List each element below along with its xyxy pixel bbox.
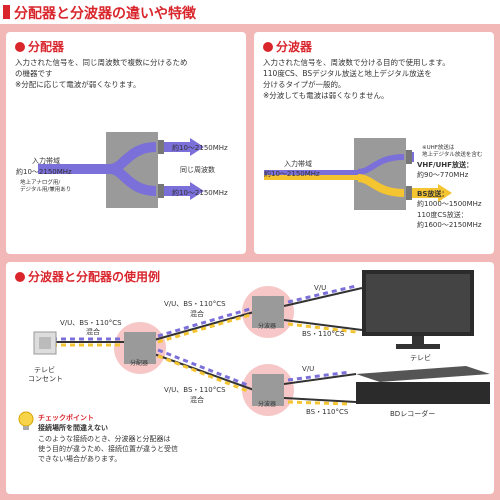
usage-diplexer-box-label-1: 分波器 bbox=[258, 323, 277, 330]
top-vu-label: V/U bbox=[314, 284, 327, 292]
splitter-description: 入力された信号を、同じ周波数で複数に分けるため の機器です ※分配に応じて電波が… bbox=[15, 58, 188, 89]
diplexer-diagram bbox=[264, 138, 452, 210]
diplexer-cs-range: 約1600～2150MHz bbox=[417, 221, 482, 229]
diplexer-input-range: 約10～2150MHz bbox=[264, 170, 320, 178]
splitter-input-sub-2: デジタル用/兼用あり bbox=[20, 187, 72, 193]
bottom-bs-label: BS・110°CS bbox=[306, 408, 349, 416]
outlet-label-1: テレビ bbox=[34, 366, 55, 374]
splitter-title: 分配器 bbox=[15, 38, 64, 55]
mix-label-top-1: V/U、BS・110°CS bbox=[164, 300, 226, 308]
top-bs-label: BS・110°CS bbox=[302, 330, 345, 338]
mix-label-bottom-2: 混合 bbox=[190, 396, 204, 404]
tv-screen-inner bbox=[366, 274, 470, 332]
signal-diplexer-2-bs bbox=[287, 400, 351, 406]
splitter-diagram bbox=[38, 132, 204, 208]
recorder-label: BDレコーダー bbox=[390, 410, 436, 418]
splitter-output-arrowhead-bottom bbox=[190, 182, 204, 200]
signal-diplexer-1-vu bbox=[287, 284, 357, 304]
usage-diagram bbox=[18, 270, 490, 430]
diplexer-device-port-bottom bbox=[406, 186, 412, 200]
diplexer-bs-range: 約1000～1500MHz bbox=[417, 200, 482, 208]
diplexer-device-1 bbox=[252, 296, 284, 328]
recorder-top bbox=[356, 366, 490, 382]
diplexer-description: 入力された信号を、周波数で分ける目的で使用します。 110度CS、BSデジタル放… bbox=[263, 58, 450, 100]
bullet-icon bbox=[15, 272, 25, 282]
mix-label-left-2: 混合 bbox=[86, 328, 100, 336]
checkpoint-body: このような接続のとき、分波器と分配器は 使う目的が違うため、接続位置が違うと受信… bbox=[38, 435, 178, 463]
diplexer-vu-label: VHF/UHF放送： bbox=[417, 161, 473, 169]
splitter-output-range-2: 約10～2150MHz bbox=[172, 189, 228, 197]
splitter-input-arrow bbox=[38, 164, 114, 174]
lightbulb-icon bbox=[18, 411, 34, 427]
splitter-device-port-bottom bbox=[158, 184, 164, 198]
diplexer-output-arrowhead-bs bbox=[438, 184, 452, 202]
diplexer-note-1: ※UHF放送は bbox=[422, 145, 455, 151]
checkpoint-subtitle: 接続場所を間違えない bbox=[38, 424, 108, 432]
usage-panel: 分波器と分配器の使用例 bbox=[6, 262, 494, 494]
diplexer-panel: 分波器 入力された信号を、周波数で分ける目的で使用します。 110度CS、BSデ… bbox=[254, 32, 494, 254]
mix-label-left-1: V/U、BS・110°CS bbox=[60, 319, 122, 327]
mix-label-bottom-1: V/U、BS・110°CS bbox=[164, 386, 226, 394]
checkpoint-title: チェックポイント bbox=[38, 414, 94, 422]
usage-diplexer-box-label-2: 分波器 bbox=[258, 401, 277, 408]
signal-diplexer-2-vu bbox=[287, 370, 351, 382]
signal-splitter-to-diplexer-1-yellow bbox=[157, 313, 251, 344]
usage-splitter-box-label: 分配器 bbox=[130, 360, 149, 367]
lightbulb-base bbox=[23, 426, 29, 430]
recorder-body bbox=[356, 382, 490, 404]
splitter-input-sub-1: 地上アナログ用/ bbox=[20, 180, 61, 186]
splitter-output-arrow-top bbox=[156, 142, 190, 152]
page-title: 分配器と分波器の違いや特徴 bbox=[14, 6, 196, 22]
bottom-vu-label: V/U bbox=[302, 365, 315, 373]
diplexer-fork-vu bbox=[357, 154, 405, 175]
diplexer-note-2: 地上デジタル放送を含む bbox=[422, 152, 483, 158]
splitter-same-frequency-label: 同じ周波数 bbox=[180, 166, 215, 174]
tv-label: テレビ bbox=[410, 354, 431, 362]
signal-splitter-to-diplexer-2-purple bbox=[157, 348, 251, 388]
diplexer-input-arrow-purple bbox=[264, 170, 360, 175]
diplexer-input-arrow-yellow bbox=[264, 175, 360, 180]
cable-diplexer-1-to-tv bbox=[283, 287, 363, 331]
header-accent-bar bbox=[3, 5, 10, 19]
splitter-device bbox=[124, 332, 156, 364]
splitter-output-arrow-bottom bbox=[156, 186, 190, 196]
diplexer-cs-label: 110度CS放送： bbox=[417, 211, 468, 219]
bullet-icon bbox=[15, 42, 25, 52]
splitter-device-port-top bbox=[158, 140, 164, 154]
cable-diplexer-2-to-recorder bbox=[283, 373, 357, 403]
diplexer-input-band-label: 入力帯域 bbox=[284, 160, 312, 168]
splitter-output-arrowhead-top bbox=[190, 138, 204, 156]
mix-label-top-2: 混合 bbox=[190, 310, 204, 318]
usage-title: 分波器と分配器の使用例 bbox=[15, 268, 160, 285]
splitter-panel: 分配器 入力された信号を、同じ周波数で複数に分けるため の機器です ※分配に応じ… bbox=[6, 32, 246, 254]
tv-stand-neck bbox=[412, 336, 424, 344]
bullet-icon bbox=[263, 42, 273, 52]
splitter-input-band-label: 入力帯域 bbox=[32, 157, 60, 165]
signal-splitter-to-diplexer-1-purple bbox=[157, 307, 251, 338]
diplexer-fork-bs bbox=[357, 174, 405, 197]
outlet-socket bbox=[39, 337, 51, 349]
tv-stand-base bbox=[396, 344, 440, 349]
splitter-input-range: 約10～2150MHz bbox=[16, 168, 72, 176]
diplexer-output-arrow-bs bbox=[404, 188, 438, 198]
splitter-output-range-1: 約10～2150MHz bbox=[172, 144, 228, 152]
header: 分配器と分波器の違いや特徴 bbox=[0, 0, 500, 24]
diplexer-device-port-top bbox=[406, 150, 412, 164]
diplexer-vu-range: 約90～770MHz bbox=[417, 171, 469, 179]
diplexer-device-2 bbox=[252, 374, 284, 406]
cable-splitter-to-diplexer-1 bbox=[153, 311, 255, 341]
diplexer-bs-label: BS放送： bbox=[417, 190, 449, 198]
diplexer-title: 分波器 bbox=[263, 38, 312, 55]
signal-diplexer-1-bs bbox=[287, 322, 357, 334]
outlet-label-2: コンセント bbox=[28, 375, 63, 383]
splitter-fork bbox=[109, 142, 157, 196]
